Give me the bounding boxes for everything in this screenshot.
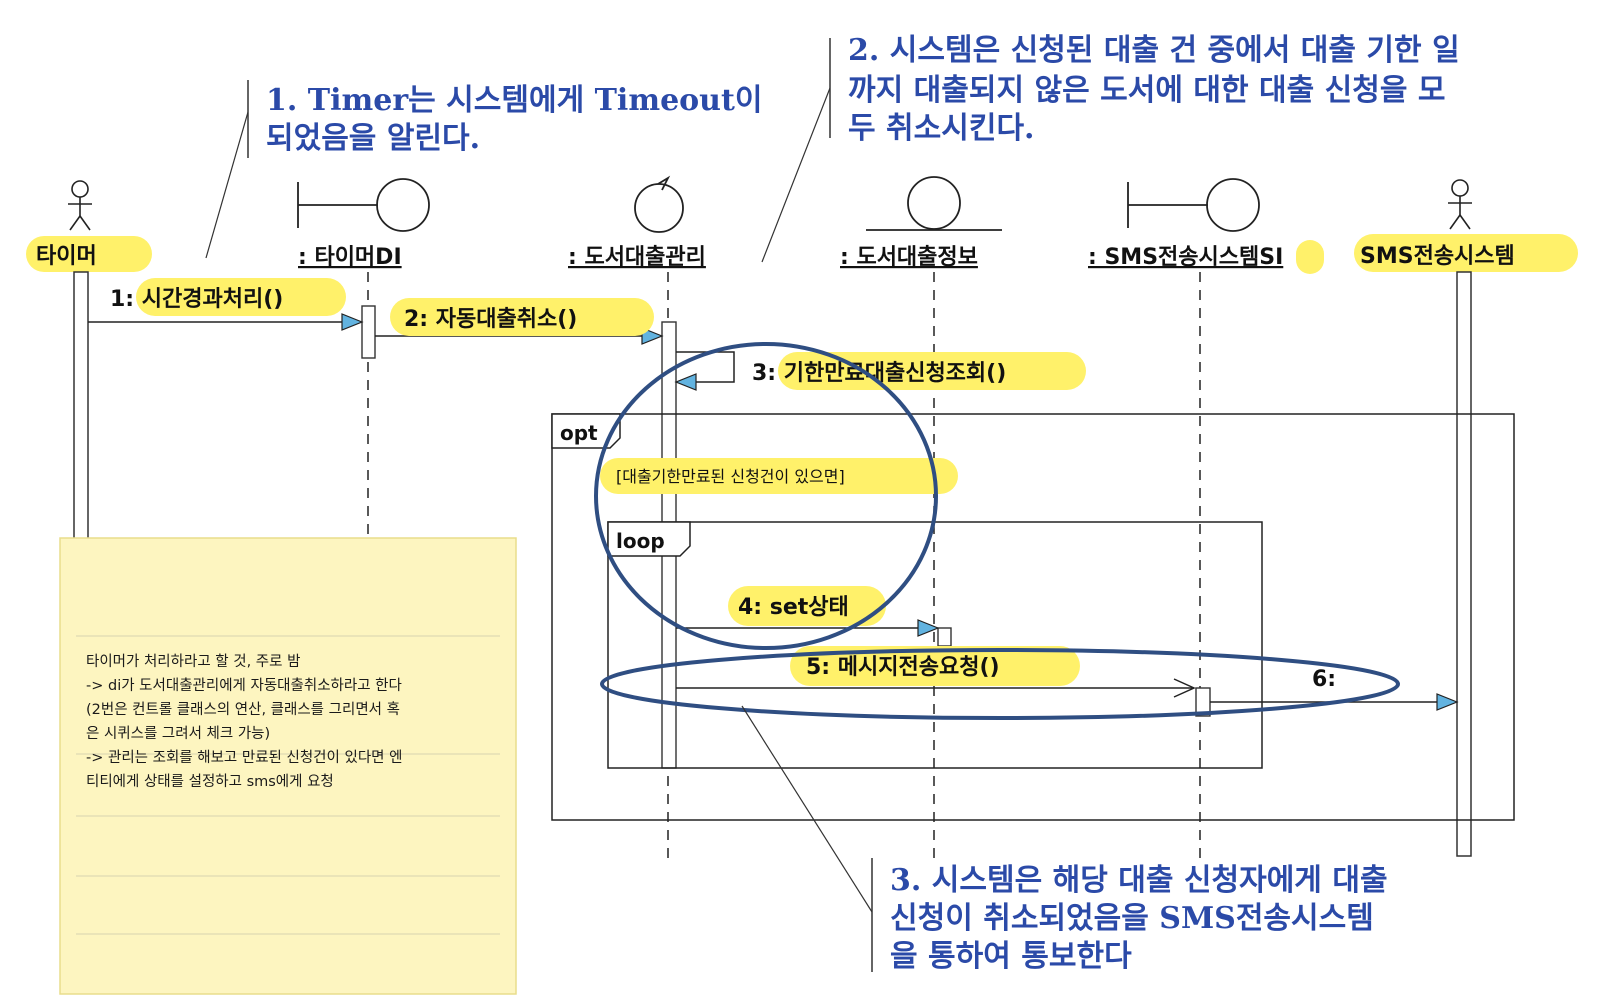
loop-frame (607, 521, 1263, 769)
sticky-note-background (59, 537, 517, 995)
annotation-3-line-3: 을 통하여 통보한다 (890, 939, 1132, 974)
sticky-note-rules (76, 635, 500, 935)
note-line-1: 타이머가 처리하라고 할 것, 주로 밤 (86, 653, 300, 670)
annotation-3-leader (741, 705, 873, 913)
message-2-label: 2: 자동대출취소() (404, 307, 577, 332)
lifeline-label-highlight (1354, 234, 1578, 272)
boundary-icon (297, 178, 430, 232)
lifeline-label-loan-info: : 도서대출정보 (840, 245, 978, 270)
message-6-arrowhead (1436, 693, 1459, 711)
annotation-2-line-1: 2. 시스템은 신청된 대출 건 중에서 대출 기한 일 (848, 33, 1460, 68)
message-1-arrowhead (341, 313, 364, 331)
message-4-label: 4: set상태 (738, 595, 849, 620)
message-1: 1: 시간경과처리() (88, 278, 364, 331)
message-5-label: 5: 메시지전송요청() (806, 655, 1000, 680)
opt-keyword: opt (560, 421, 598, 445)
highlight-ellipse-message-5 (600, 648, 1400, 720)
message-3-line (676, 351, 735, 383)
message-label-highlight (728, 586, 886, 626)
lifeline-head-sms-system: SMS전송시스템 (1354, 179, 1578, 272)
activation-sms-system (1456, 271, 1472, 857)
lifeline-head-sms-si: : SMS전송시스템SI (1088, 178, 1324, 274)
lifeline-label-sms-system: SMS전송시스템 (1360, 244, 1515, 269)
sticky-note: 타이머가 처리하라고 할 것, 주로 밤 -> di가 도서대출관리에게 자동대… (59, 537, 517, 995)
loop-keyword: loop (616, 529, 665, 553)
highlight-ellipse-opt (594, 342, 938, 650)
actor-icon (1448, 179, 1472, 230)
lifeline-label-loan-manager: : 도서대출관리 (568, 245, 706, 270)
lifeline-head-timer: 타이머 (26, 180, 152, 272)
note-line-3: (2번은 컨트롤 클래스의 연산, 클래스를 그리면서 혹 (86, 700, 400, 718)
note-line-2: -> di가 도서대출관리에게 자동대출취소하라고 한다 (86, 677, 402, 694)
activation-timer-di (361, 305, 376, 359)
message-4-arrowhead (917, 619, 940, 637)
message-label-highlight (390, 298, 654, 336)
message-2-arrowhead (641, 327, 664, 345)
lifeline-label-timer-di: : 타이머DI (298, 245, 402, 270)
note-line-5: -> 관리는 조회를 해보고 만료된 신청건이 있다면 엔 (86, 749, 402, 766)
opt-tab (551, 413, 621, 449)
opt-frame (551, 413, 1515, 821)
annotation-3-line-1: 3. 시스템은 해당 대출 신청자에게 대출 (890, 863, 1388, 898)
annotation-2-leader (761, 87, 831, 263)
message-4: 4: set상태 (676, 586, 940, 637)
lifeline-head-loan-info: : 도서대출정보 (840, 176, 1002, 270)
message-5: 5: 메시지전송요청() (676, 646, 1196, 698)
annotation-1: 1. Timer는 시스템에게 Timeout이 되었음을 알린다. (205, 80, 762, 259)
entity-icon (866, 176, 1002, 231)
annotation-1-line-1: 1. Timer는 시스템에게 Timeout이 (266, 83, 762, 118)
lifeline-label-sms-si: : SMS전송시스템SI (1088, 245, 1283, 270)
message-label-highlight (790, 646, 1080, 686)
message-6: 6: (1210, 667, 1459, 711)
message-label-highlight (136, 278, 346, 316)
annotation-1-leader (205, 111, 249, 259)
annotation-2-line-3: 두 취소시킨다. (848, 111, 1035, 146)
activation-loan-info (937, 627, 952, 647)
lifeline-head-timer-di: : 타이머DI (297, 178, 430, 270)
lifeline-label-timer: 타이머 (36, 244, 97, 269)
lifeline-label-highlight (1296, 240, 1324, 274)
annotation-2: 2. 시스템은 신청된 대출 건 중에서 대출 기한 일 까지 대출되지 않은 … (761, 33, 1460, 263)
annotation-1-line-2: 되었음을 알린다. (266, 121, 480, 156)
annotation-3-line-2: 신청이 취소되었음을 SMS전송시스템 (890, 901, 1374, 936)
message-5-arrowhead (1173, 678, 1196, 698)
message-2: 2: 자동대출취소() (375, 298, 664, 345)
message-3-arrowhead (674, 373, 697, 391)
fragment-loop: loop (607, 521, 1263, 769)
lifeline-label-highlight (26, 236, 152, 272)
message-1-label: 1: 시간경과처리() (110, 287, 283, 312)
message-6-label: 6: (1312, 667, 1336, 692)
fragment-opt: opt [대출기한만료된 신청건이 있으면] (551, 413, 1515, 821)
control-icon (634, 175, 684, 233)
note-line-4: 은 시퀴스를 그려서 체크 가능) (86, 725, 270, 742)
guard-highlight (600, 458, 958, 494)
actor-icon (68, 180, 92, 231)
message-label-highlight (778, 352, 1086, 390)
note-line-6: 티티에게 상태를 설정하고 sms에게 요청 (86, 773, 334, 790)
boundary-icon (1127, 178, 1260, 232)
opt-guard: [대출기한만료된 신청건이 있으면] (616, 467, 845, 486)
annotation-3: 3. 시스템은 해당 대출 신청자에게 대출 신청이 취소되었음을 SMS전송시… (741, 705, 1388, 974)
lifeline-head-loan-manager: : 도서대출관리 (568, 175, 706, 270)
annotation-2-line-2: 까지 대출되지 않은 도서에 대한 대출 신청을 모 (848, 73, 1446, 108)
